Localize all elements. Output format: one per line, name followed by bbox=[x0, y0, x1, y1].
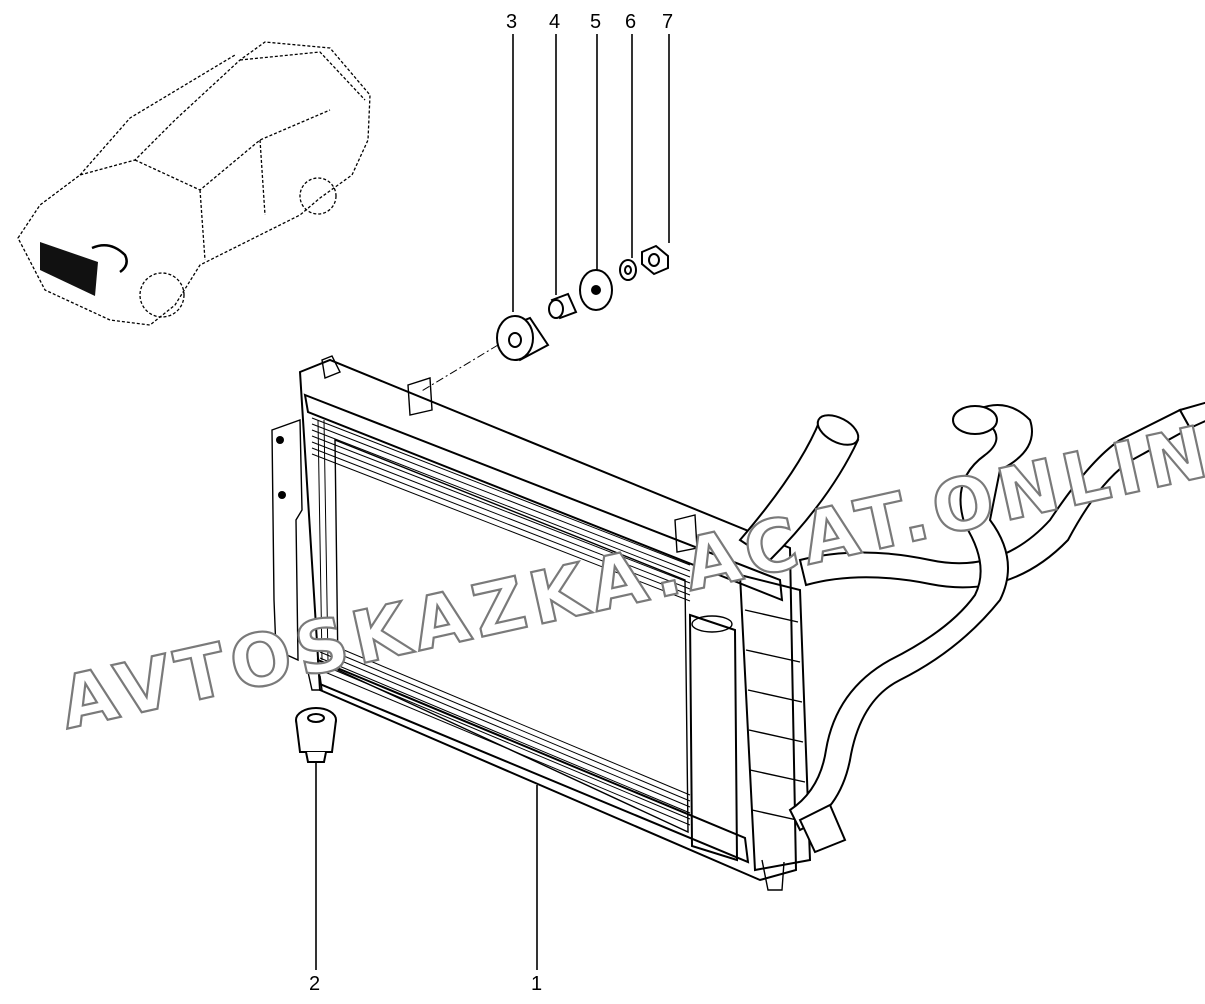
radiator-fins-top bbox=[311, 417, 691, 602]
vehicle-radiator-highlight bbox=[40, 242, 128, 296]
mount-hardware bbox=[295, 244, 669, 763]
callout-4: 4 bbox=[549, 11, 560, 33]
callout-5: 5 bbox=[590, 11, 601, 33]
radiator bbox=[271, 355, 812, 891]
upper-cushion bbox=[496, 315, 550, 362]
sleeve bbox=[548, 292, 578, 320]
lower-bushing bbox=[295, 707, 337, 763]
spring-washer bbox=[619, 259, 637, 281]
watermark-text: AVTOSKAZKA.ACAT.ONLINE bbox=[52, 397, 1205, 746]
vehicle-locator-illustration bbox=[17, 41, 371, 326]
callout-6: 6 bbox=[625, 11, 636, 33]
nut bbox=[641, 244, 669, 276]
callout-leaders bbox=[315, 34, 670, 970]
radiator-fins-bottom bbox=[319, 639, 691, 826]
callout-3: 3 bbox=[506, 11, 517, 33]
callout-2: 2 bbox=[309, 973, 320, 995]
assembly-line bbox=[419, 344, 499, 393]
callout-7: 7 bbox=[662, 11, 673, 33]
coolant-hoses bbox=[738, 401, 1205, 854]
washer bbox=[579, 269, 613, 311]
callout-1: 1 bbox=[531, 973, 542, 995]
